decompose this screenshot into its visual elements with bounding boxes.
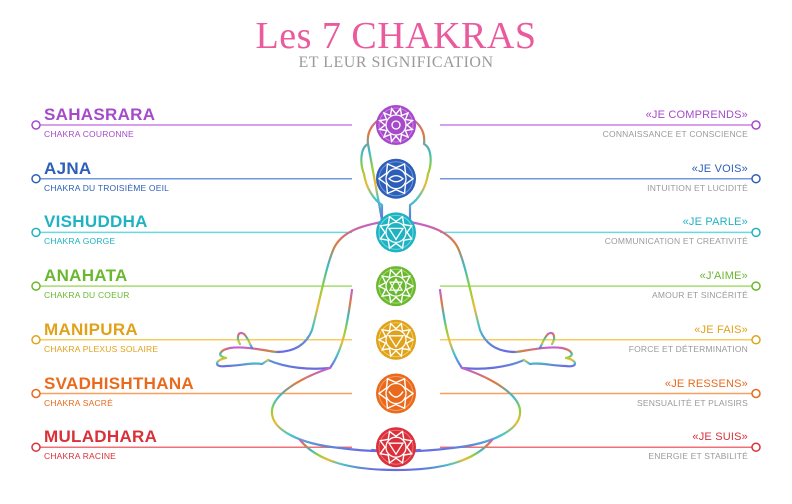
- chakra-name: AJNA: [44, 158, 92, 178]
- chakra-label-manipura: MANIPURA CHAKRA PLEXUS SOLAIRE: [44, 320, 344, 360]
- right-connector-line: [440, 442, 761, 452]
- chakra-subtitle: CHAKRA GORGE: [44, 236, 116, 247]
- chakra-meaning-anahata: «J'AIME» AMOUR ET SINCÉRITÉ: [428, 266, 748, 306]
- chakra-meaning-manipura: «JE FAIS» FORCE ET DÉTERMINATION: [428, 320, 748, 360]
- chakra-meaning: AMOUR ET SINCÉRITÉ: [651, 290, 748, 301]
- chakra-meaning: SENSUALITÉ ET PLAISIRS: [636, 397, 748, 408]
- chakra-name: SAHASRARA: [44, 105, 156, 124]
- chakra-mantra: «J'AIME»: [699, 270, 748, 283]
- chakra-mantra: «JE COMPRENDS»: [645, 109, 748, 121]
- left-connector-line: [31, 335, 352, 345]
- connector-end-dot: [751, 281, 761, 291]
- solar-triangle-icon: [376, 319, 416, 360]
- connector-end-dot: [751, 335, 761, 345]
- connector-end-dot: [751, 388, 761, 399]
- chakra-label-vishuddha: VISHUDDHA CHAKRA GORGE: [44, 212, 344, 252]
- page-subtitle: ET LEUR SIGNIFICATION: [298, 54, 494, 71]
- chakra-subtitle: CHAKRA PLEXUS SOLAIRE: [44, 343, 159, 354]
- right-connector-line: [440, 388, 761, 399]
- right-connector-line: [440, 173, 761, 184]
- chakra-mantra: «JE RESSENS»: [664, 377, 748, 390]
- chakra-label-svadhishthana: SVADHISHTHANA CHAKRA SACRÉ: [44, 374, 344, 414]
- connector-end-dot: [751, 227, 761, 238]
- thousand-petal-lotus-icon: [376, 105, 416, 145]
- chakra-mantra: «JE PARLE»: [682, 216, 748, 229]
- sacral-crescent-icon: [376, 373, 416, 414]
- right-connector-line: [440, 281, 761, 291]
- left-connector-line: [31, 120, 352, 130]
- connector-end-dot: [751, 120, 761, 130]
- left-connector-line: [31, 442, 352, 452]
- chakra-meaning: INTUITION ET LUCIDITÉ: [647, 182, 748, 193]
- left-connector-line: [31, 388, 352, 399]
- chakra-label-anahata: ANAHATA CHAKRA DU COEUR: [44, 266, 344, 306]
- chakra-meaning-sahasrara: «JE COMPRENDS» CONNAISSANCE ET CONSCIENCE: [428, 105, 748, 145]
- chakra-subtitle: CHAKRA DU COEUR: [44, 290, 130, 301]
- chakra-subtitle: CHAKRA RACINE: [44, 451, 117, 462]
- chakra-subtitle: CHAKRA DU TROISIÈME OEIL: [44, 182, 170, 193]
- chakra-label-sahasrara: SAHASRARA CHAKRA COURONNE: [44, 105, 344, 145]
- right-connector-line: [440, 227, 761, 238]
- connector-end-dot: [31, 227, 41, 238]
- chakra-name: MULADHARA: [44, 427, 158, 447]
- connector-end-dot: [31, 442, 41, 452]
- chakra-meaning-vishuddha: «JE PARLE» COMMUNICATION ET CREATIVITÉ: [428, 212, 748, 252]
- left-connector-line: [31, 281, 352, 291]
- connector-end-dot: [31, 120, 41, 130]
- chakra-mantra: «JE FAIS»: [694, 323, 748, 336]
- right-connector-line: [440, 120, 761, 130]
- chakra-mantra: «JE SUIS»: [692, 431, 748, 444]
- chakra-meaning: COMMUNICATION ET CREATIVITÉ: [604, 236, 748, 247]
- chakra-meaning-muladhara: «JE SUIS» ENERGIE ET STABILITÉ: [428, 427, 748, 467]
- chakra-name: SVADHISHTHANA: [44, 373, 194, 393]
- heart-star-icon: [376, 266, 416, 307]
- connector-end-dot: [31, 388, 41, 399]
- connector-end-dot: [31, 281, 41, 291]
- connector-end-dot: [31, 335, 41, 345]
- chakra-name: ANAHATA: [44, 266, 128, 286]
- chakra-name: MANIPURA: [44, 319, 139, 339]
- root-lotus-icon: [376, 427, 416, 468]
- chakra-meaning-svadhishthana: «JE RESSENS» SENSUALITÉ ET PLAISIRS: [428, 374, 748, 414]
- chakra-subtitle: CHAKRA SACRÉ: [44, 397, 114, 408]
- throat-lotus-icon: [376, 212, 416, 253]
- chakra-label-ajna: AJNA CHAKRA DU TROISIÈME OEIL: [44, 159, 344, 199]
- chakra-meaning-ajna: «JE VOIS» INTUITION ET LUCIDITÉ: [428, 159, 748, 199]
- connector-end-dot: [751, 173, 761, 184]
- chakra-name: VISHUDDHA: [44, 212, 148, 232]
- chakra-meaning: FORCE ET DÉTERMINATION: [628, 343, 748, 354]
- chakra-meaning: CONNAISSANCE ET CONSCIENCE: [602, 129, 748, 139]
- chakra-mantra: «JE VOIS»: [691, 162, 748, 175]
- chakra-meaning: ENERGIE ET STABILITÉ: [648, 451, 748, 462]
- connector-end-dot: [31, 173, 41, 184]
- left-connector-line: [31, 227, 352, 238]
- connector-end-dot: [751, 442, 761, 452]
- chakra-label-muladhara: MULADHARA CHAKRA RACINE: [44, 427, 344, 467]
- chakra-subtitle: CHAKRA COURONNE: [44, 129, 134, 139]
- right-connector-line: [440, 335, 761, 345]
- third-eye-icon: [376, 158, 416, 199]
- page-title: Les 7 CHAKRAS: [255, 15, 537, 57]
- left-connector-line: [31, 173, 352, 184]
